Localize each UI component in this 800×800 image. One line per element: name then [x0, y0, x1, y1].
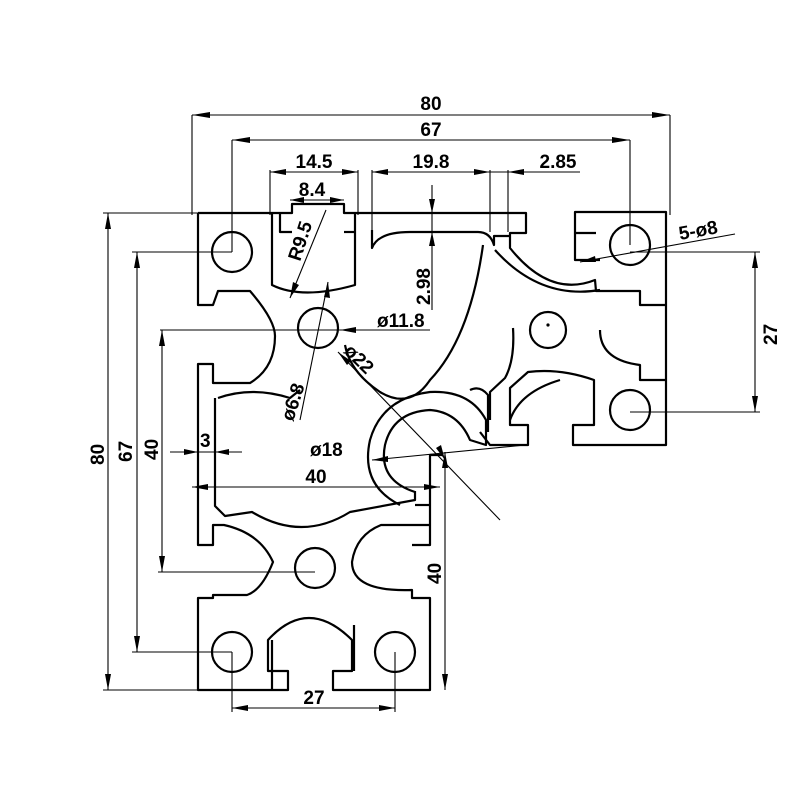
- hole-center-right: [528, 310, 568, 350]
- dim-inner-width: 40: [305, 467, 326, 488]
- dim-overall-width: 80: [420, 94, 441, 115]
- dim-leg-height: 40: [425, 563, 446, 584]
- dim-hole-spacing-top: 67: [420, 120, 441, 141]
- dim-wall-thickness: 3: [200, 431, 211, 452]
- dim-inner-height: 40: [142, 439, 163, 460]
- hole-corner: [296, 306, 340, 350]
- dim-bottom-spacing: 27: [303, 688, 324, 709]
- hole-core: [293, 546, 337, 590]
- dim-holes-callout: 5-ø8: [677, 217, 719, 244]
- dimension-lines: [103, 112, 760, 712]
- dim-hole-spacing-left: 67: [116, 441, 137, 462]
- dim-slot-opening: 8.4: [299, 180, 326, 201]
- dim-top-offset: 19.8: [413, 152, 450, 173]
- center-mark: [546, 323, 550, 327]
- dim-bore-arc: ø18: [310, 440, 343, 461]
- dim-hole-corner: ø11.8: [377, 311, 425, 332]
- dim-wall-step: 2.85: [540, 152, 577, 173]
- hole-right: [608, 388, 652, 432]
- dim-hole-core: ø6.8: [278, 381, 310, 424]
- dim-groove-radius: R9.5: [285, 218, 318, 263]
- dim-right-spacing: 27: [761, 324, 782, 345]
- dim-lip-thickness: 2.98: [414, 268, 435, 305]
- dim-slot-width: 14.5: [296, 152, 333, 173]
- dim-overall-height: 80: [88, 444, 109, 465]
